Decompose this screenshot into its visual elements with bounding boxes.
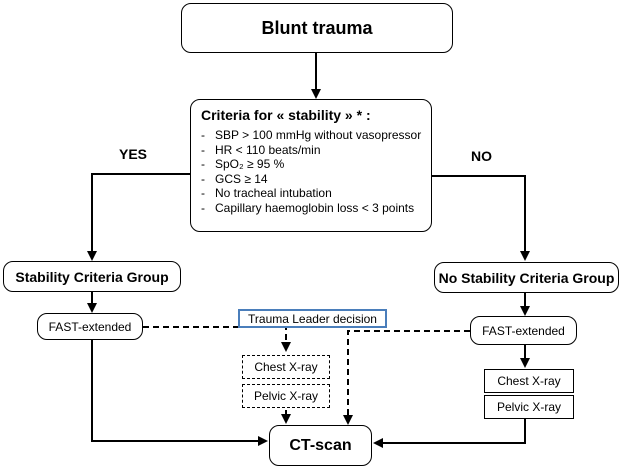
criteria-item: SBP > 100 mmHg without vasopressor xyxy=(201,128,421,143)
right-chest-xray-label: Chest X-ray xyxy=(497,374,561,388)
right-pelvic-xray-label: Pelvic X-ray xyxy=(496,400,561,414)
ct-scan-box: CT-scan xyxy=(269,425,372,466)
criteria-item: GCS ≥ 14 xyxy=(201,172,421,187)
criteria-box: Criteria for « stability » * : SBP > 100… xyxy=(190,99,432,232)
left-fast-box: FAST-extended xyxy=(37,313,143,340)
dashed-left-to-middle xyxy=(143,326,291,352)
criteria-item: SpO₂ ≥ 95 % xyxy=(201,157,421,172)
dashed-right-to-ct xyxy=(343,330,470,425)
criteria-item: HR < 110 beats/min xyxy=(201,143,421,158)
middle-chest-xray-label: Chest X-ray xyxy=(254,360,318,374)
middle-pelvic-xray-box: Pelvic X-ray xyxy=(242,384,330,408)
criteria-list: SBP > 100 mmHg without vasopressor HR < … xyxy=(201,128,421,215)
trauma-leader-label: Trauma Leader decision xyxy=(248,311,377,326)
right-fast-label: FAST-extended xyxy=(482,323,565,338)
middle-pelvic-xray-label: Pelvic X-ray xyxy=(253,389,318,403)
right-pelvic-xray-box: Pelvic X-ray xyxy=(484,395,574,419)
right-fast-box: FAST-extended xyxy=(470,316,577,345)
stability-group-box: Stability Criteria Group xyxy=(3,261,181,292)
no-stability-group-box: No Stability Criteria Group xyxy=(434,262,619,293)
criteria-header: Criteria for « stability » * : xyxy=(201,107,371,123)
middle-chest-xray-box: Chest X-ray xyxy=(242,355,330,379)
right-chest-xray-box: Chest X-ray xyxy=(484,369,574,393)
criteria-item: No tracheal intubation xyxy=(201,186,421,201)
blunt-trauma-box: Blunt trauma xyxy=(181,3,453,53)
trauma-leader-box: Trauma Leader decision xyxy=(238,309,387,328)
no-stability-group-label: No Stability Criteria Group xyxy=(438,269,615,286)
arrow-yes-branch xyxy=(87,173,190,261)
criteria-item: Capillary haemoglobin loss < 3 points xyxy=(201,201,421,216)
arrow-right-pelvic-to-ct xyxy=(373,418,526,448)
ct-scan-label: CT-scan xyxy=(289,436,352,454)
arrow-left-fast-to-ct xyxy=(91,340,268,446)
no-label: NO xyxy=(471,148,492,164)
blunt-trauma-label: Blunt trauma xyxy=(261,17,373,38)
left-fast-label: FAST-extended xyxy=(48,319,132,334)
stability-group-label: Stability Criteria Group xyxy=(15,268,169,285)
arrow-no-branch xyxy=(432,175,530,261)
yes-label: YES xyxy=(119,146,148,162)
